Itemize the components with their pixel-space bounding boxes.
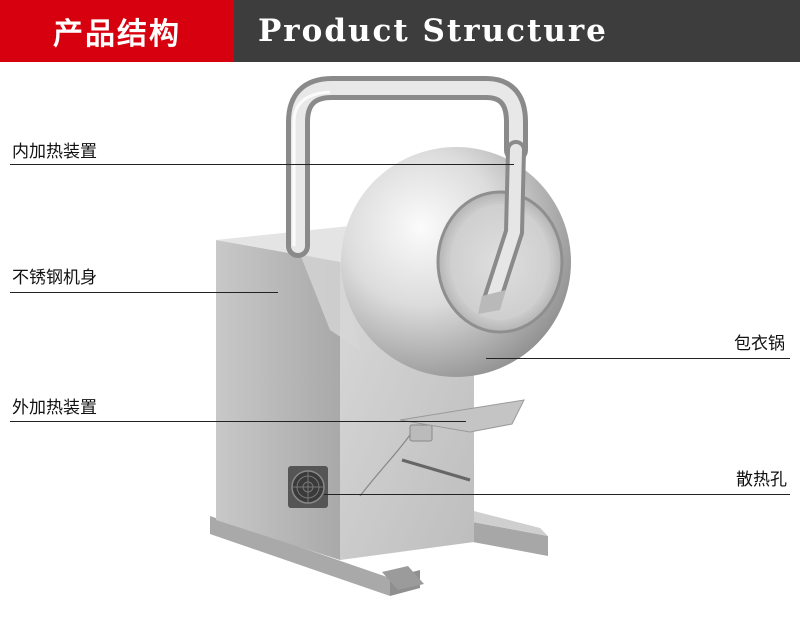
leader-outer-heating: [10, 421, 466, 422]
label-inner-heating: 内加热装置: [12, 142, 97, 162]
machine-illustration: [210, 76, 571, 596]
label-outer-heating: 外加热装置: [12, 398, 97, 418]
header-title-cn: 产品结构: [0, 0, 234, 62]
header-bar: 产品结构 Product Structure: [0, 0, 800, 62]
label-stainless-body: 不锈钢机身: [12, 268, 97, 288]
header-title-en: Product Structure: [258, 13, 608, 49]
leader-inner-heating: [10, 164, 514, 165]
leader-stainless-body: [10, 292, 278, 293]
leader-coating-pan: [486, 358, 790, 359]
label-coating-pan: 包衣锅: [734, 334, 785, 354]
label-vent: 散热孔: [736, 470, 787, 490]
leader-vent: [324, 494, 790, 495]
